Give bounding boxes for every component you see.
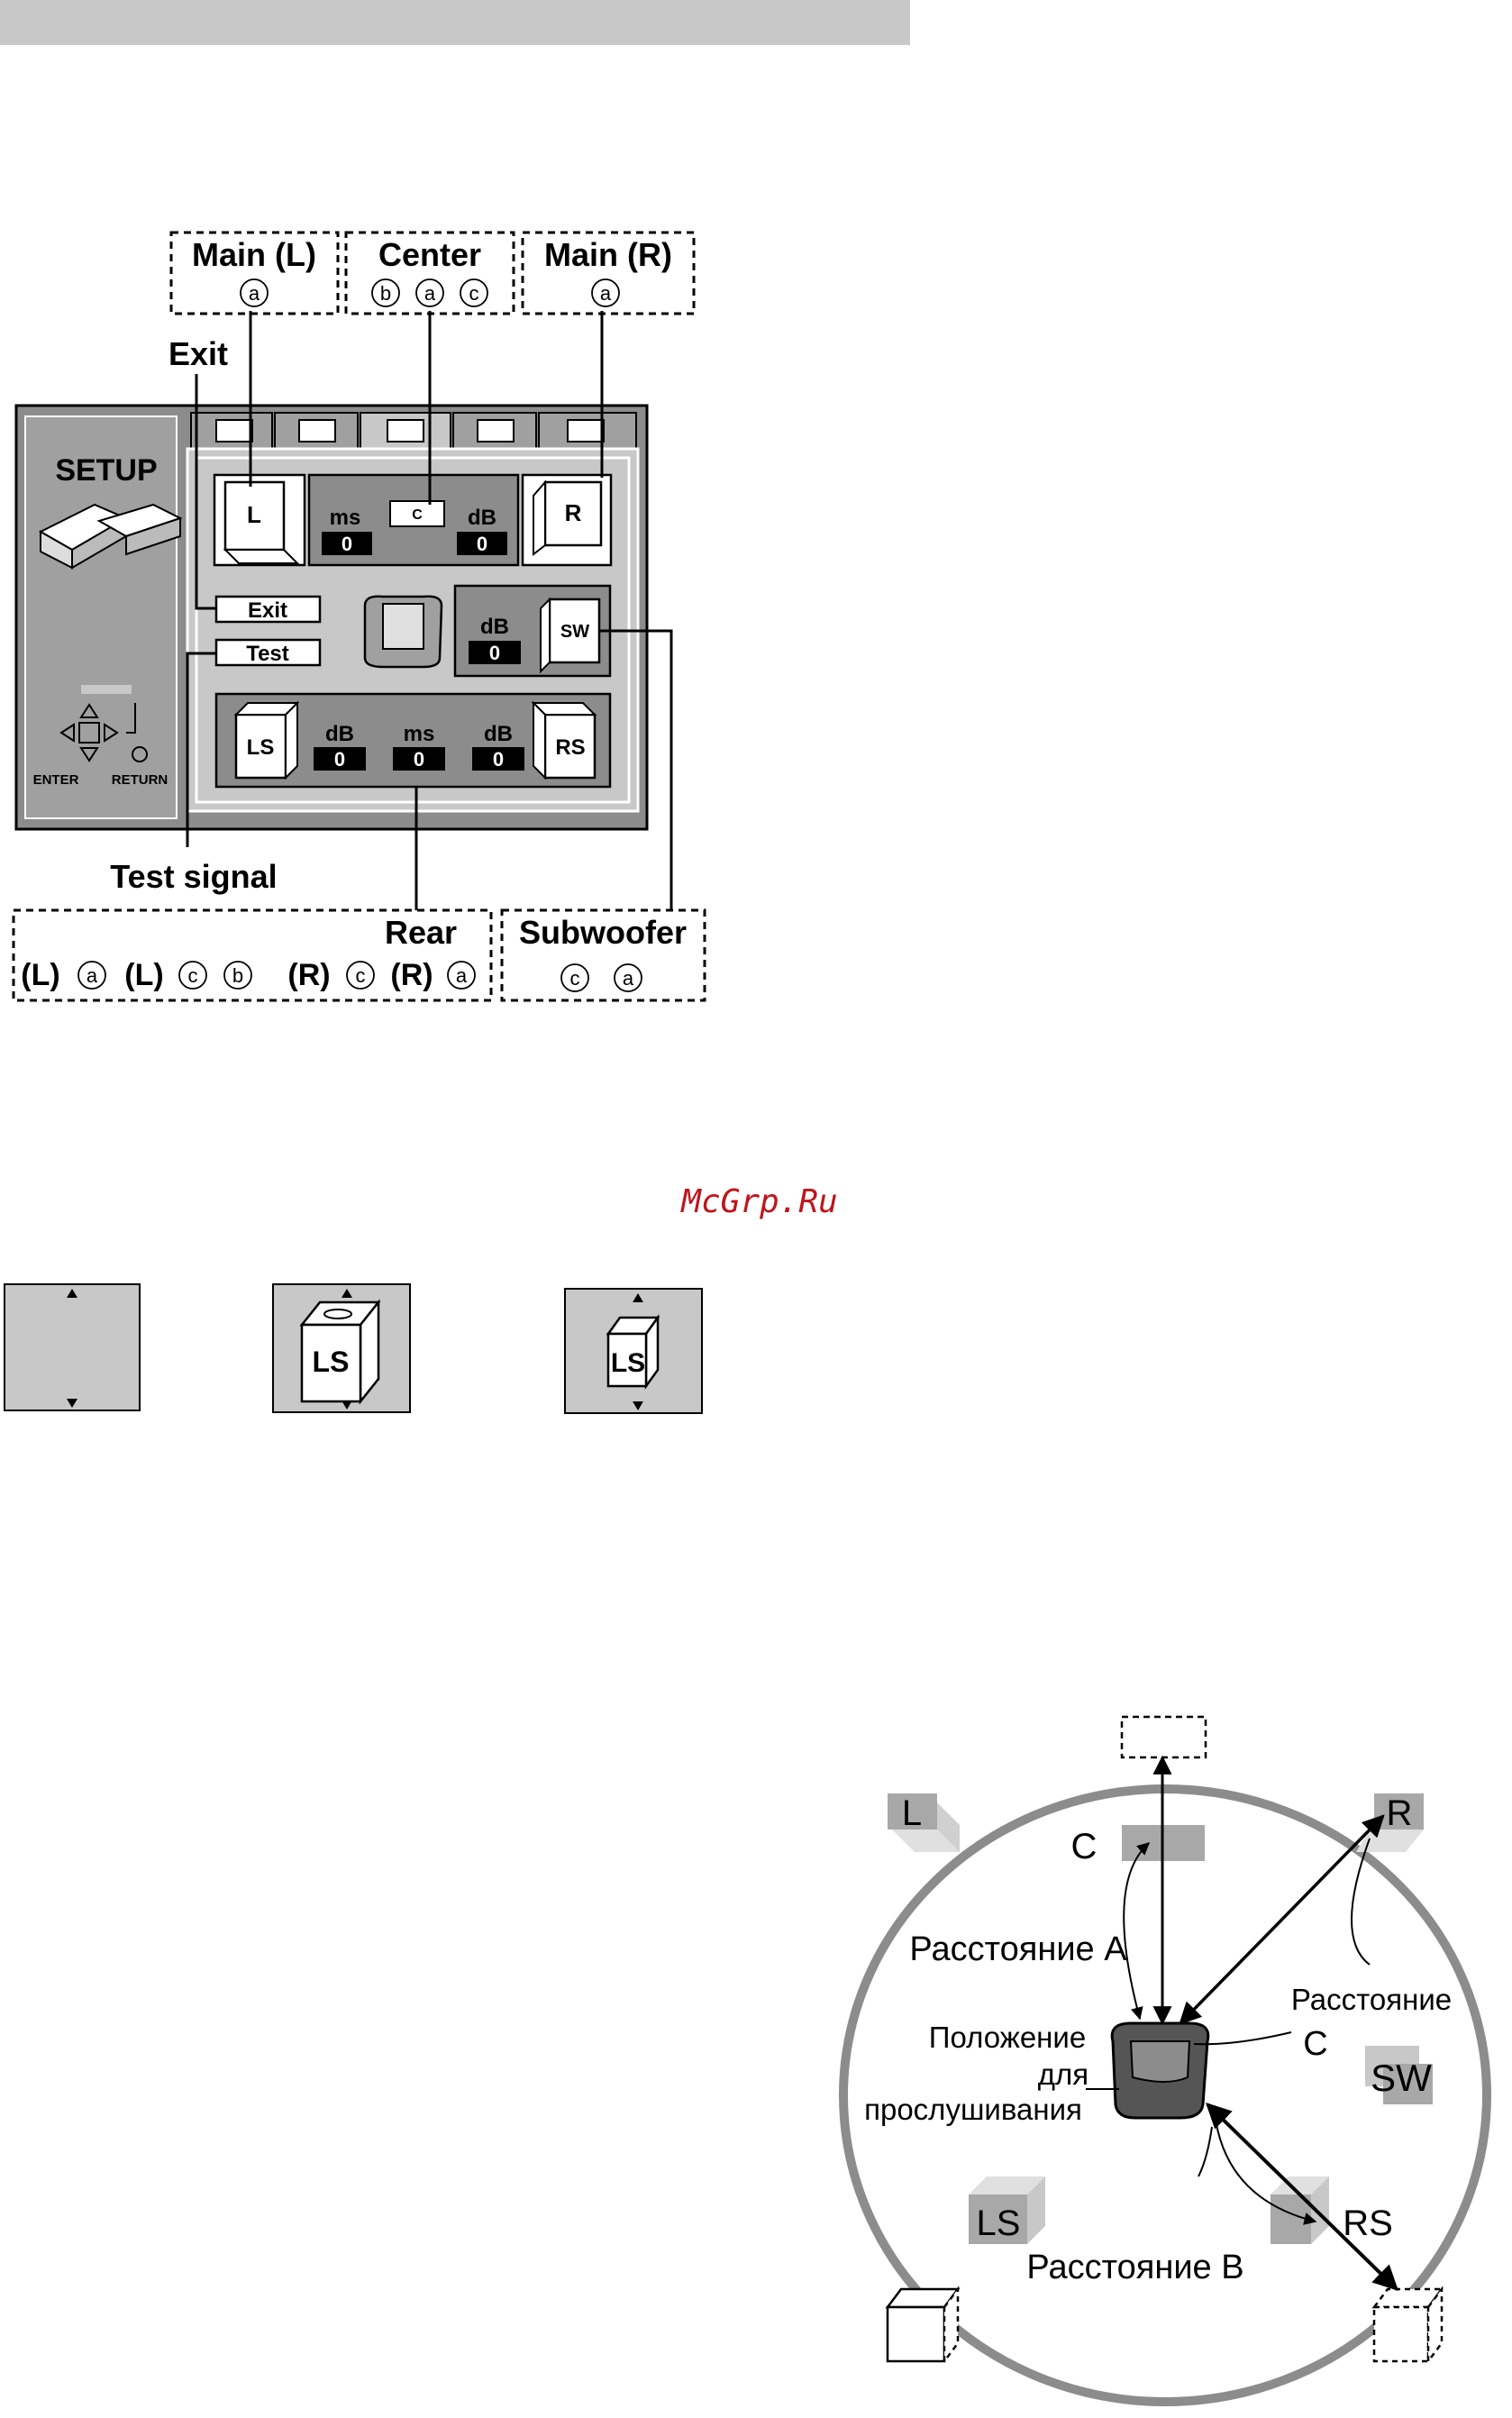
callout-rear: Rear (L) a (L) c b (R) c (R) a <box>14 910 491 1000</box>
center-ms-value: 0 <box>342 533 352 555</box>
label-listen-2: для <box>1038 2058 1088 2091</box>
rear-db-r-label: dB <box>484 722 513 746</box>
speaker-layout-diagram: L R C SW LS RS <box>843 1717 1487 2402</box>
callout-test-signal: Test signal <box>110 858 277 895</box>
svg-text:Main (L): Main (L) <box>192 236 316 273</box>
svg-text:L: L <box>247 501 261 528</box>
center-db-label: dB <box>468 506 496 530</box>
exit-button-label: Exit <box>248 598 287 623</box>
rear-ms-label: ms <box>404 722 435 746</box>
watermark: McGrp.Ru <box>679 1183 837 1220</box>
setup-screen: SETUP ENTER RETURN <box>16 406 647 829</box>
rear-left-dashed-speaker <box>888 2289 958 2361</box>
svg-text:L: L <box>902 1793 922 1833</box>
svg-text:c: c <box>469 282 479 305</box>
speaker-small-label: LS <box>611 1348 645 1378</box>
speaker-large-label: LS <box>313 1346 350 1378</box>
svg-text:a: a <box>456 964 468 987</box>
svg-text:a: a <box>623 967 634 990</box>
layout-listener-chair-icon <box>1112 2023 1208 2118</box>
label-distance-c-1: Расстояние <box>1291 1983 1452 2016</box>
svg-text:R: R <box>565 499 582 526</box>
svg-text:LS: LS <box>977 2204 1021 2243</box>
svg-text:Subwoofer: Subwoofer <box>519 914 687 951</box>
svg-text:(R): (R) <box>390 958 433 992</box>
rear-db-l-label: dB <box>325 722 354 746</box>
svg-text:c: c <box>188 964 198 987</box>
svg-text:a: a <box>87 964 98 987</box>
svg-text:c: c <box>356 964 366 987</box>
sw-speaker-label: SW <box>560 622 589 642</box>
setup-title: SETUP <box>55 453 157 488</box>
speaker-size-large: LS <box>273 1284 410 1412</box>
setup-speaker-l[interactable]: L <box>214 475 305 565</box>
callout-main-r: Main (R) a <box>523 233 694 314</box>
speaker-size-none <box>5 1284 140 1410</box>
center-db-value: 0 <box>477 533 487 555</box>
layout-speaker-sw: SW <box>1365 2046 1433 2104</box>
rear-ms-value: 0 <box>414 748 424 771</box>
svg-text:a: a <box>600 282 612 305</box>
label-listen-3: прослушивания <box>864 2093 1082 2126</box>
return-label: RETURN <box>112 772 169 788</box>
layout-speaker-rs: RS <box>1271 2176 1393 2244</box>
svg-text:a: a <box>249 282 260 305</box>
callout-center: Center b a c <box>346 233 514 314</box>
svg-text:Main (R): Main (R) <box>544 236 672 273</box>
enter-label: ENTER <box>33 772 79 788</box>
sw-db-label: dB <box>480 615 509 639</box>
rear-right-dashed-speaker <box>1374 2289 1442 2361</box>
svg-text:b: b <box>232 964 243 987</box>
svg-text:Center: Center <box>378 236 481 273</box>
svg-text:(L): (L) <box>124 958 163 992</box>
svg-text:SW: SW <box>1371 2057 1432 2099</box>
rear-db-r-value: 0 <box>493 748 504 771</box>
setup-subwoofer-panel[interactable]: dB 0 SW <box>455 586 610 676</box>
label-listen-1: Положение <box>929 2021 1086 2054</box>
layout-speaker-ls: LS <box>969 2176 1045 2244</box>
label-distance-c-2: C <box>1303 2025 1327 2063</box>
callout-subwoofer: Subwoofer c a <box>502 910 705 1000</box>
speaker-size-small: LS <box>565 1289 702 1413</box>
test-button-label: Test <box>246 642 289 666</box>
ls-speaker-label: LS <box>247 735 275 760</box>
center-ms-label: ms <box>330 506 361 530</box>
label-distance-a: Расстояние А <box>909 1930 1127 1968</box>
setup-rear-panel[interactable]: LS dB 0 ms 0 dB 0 RS <box>216 694 610 787</box>
svg-text:c: c <box>570 967 580 990</box>
svg-text:Rear: Rear <box>385 914 457 951</box>
svg-text:RS: RS <box>1343 2204 1393 2243</box>
setup-speaker-r[interactable]: R <box>523 475 611 565</box>
svg-text:b: b <box>380 282 391 305</box>
svg-text:C: C <box>1071 1827 1098 1866</box>
layout-speaker-center: C <box>1071 1825 1205 1866</box>
svg-text:(R): (R) <box>287 958 330 992</box>
label-distance-b: Расстояние B <box>1026 2249 1243 2286</box>
rear-db-l-value: 0 <box>334 748 345 771</box>
layout-speaker-l: L <box>888 1793 960 1852</box>
setup-tabs <box>191 413 636 449</box>
center-speaker-label: C <box>412 507 423 523</box>
svg-text:(L): (L) <box>21 958 59 992</box>
sw-db-value: 0 <box>489 642 500 664</box>
setup-center-panel[interactable]: ms 0 C dB 0 <box>309 475 518 565</box>
svg-text:R: R <box>1387 1793 1413 1833</box>
callout-exit: Exit <box>169 335 228 372</box>
setup-listener-chair-icon <box>365 597 442 667</box>
callout-main-l: Main (L) a <box>171 233 338 314</box>
layout-speaker-r: R <box>1356 1793 1424 1852</box>
header-bar <box>0 0 910 45</box>
rs-speaker-label: RS <box>555 735 585 760</box>
svg-text:a: a <box>424 282 436 305</box>
